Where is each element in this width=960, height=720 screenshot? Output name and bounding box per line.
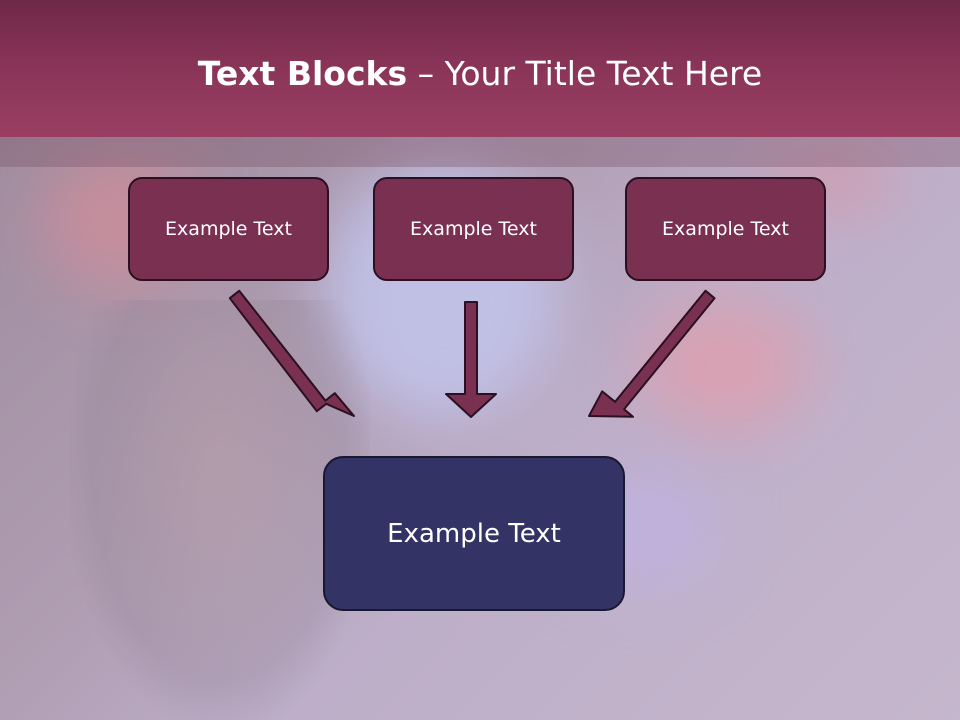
- text-block-result-label: Example Text: [387, 518, 561, 549]
- text-block-left-label: Example Text: [165, 218, 292, 240]
- text-block-center: Example Text: [373, 177, 574, 281]
- text-block-left: Example Text: [128, 177, 329, 281]
- text-block-right: Example Text: [625, 177, 826, 281]
- text-block-right-label: Example Text: [662, 218, 789, 240]
- background-person-photo: [70, 300, 370, 720]
- slide-title: Text Blocks – Your Title Text Here: [0, 52, 960, 96]
- background-light-red-right: [640, 300, 810, 430]
- slide-title-rest: – Your Title Text Here: [407, 54, 763, 93]
- title-bar: [0, 0, 960, 137]
- arrow-right-diagonal: [588, 289, 716, 418]
- slide-title-bold: Text Blocks: [197, 54, 408, 93]
- arrow-left-diagonal: [228, 289, 355, 417]
- title-bar-shadow-strip: [0, 137, 960, 167]
- arrow-center-down: [445, 301, 497, 418]
- text-block-result: Example Text: [323, 456, 625, 611]
- text-block-center-label: Example Text: [410, 218, 537, 240]
